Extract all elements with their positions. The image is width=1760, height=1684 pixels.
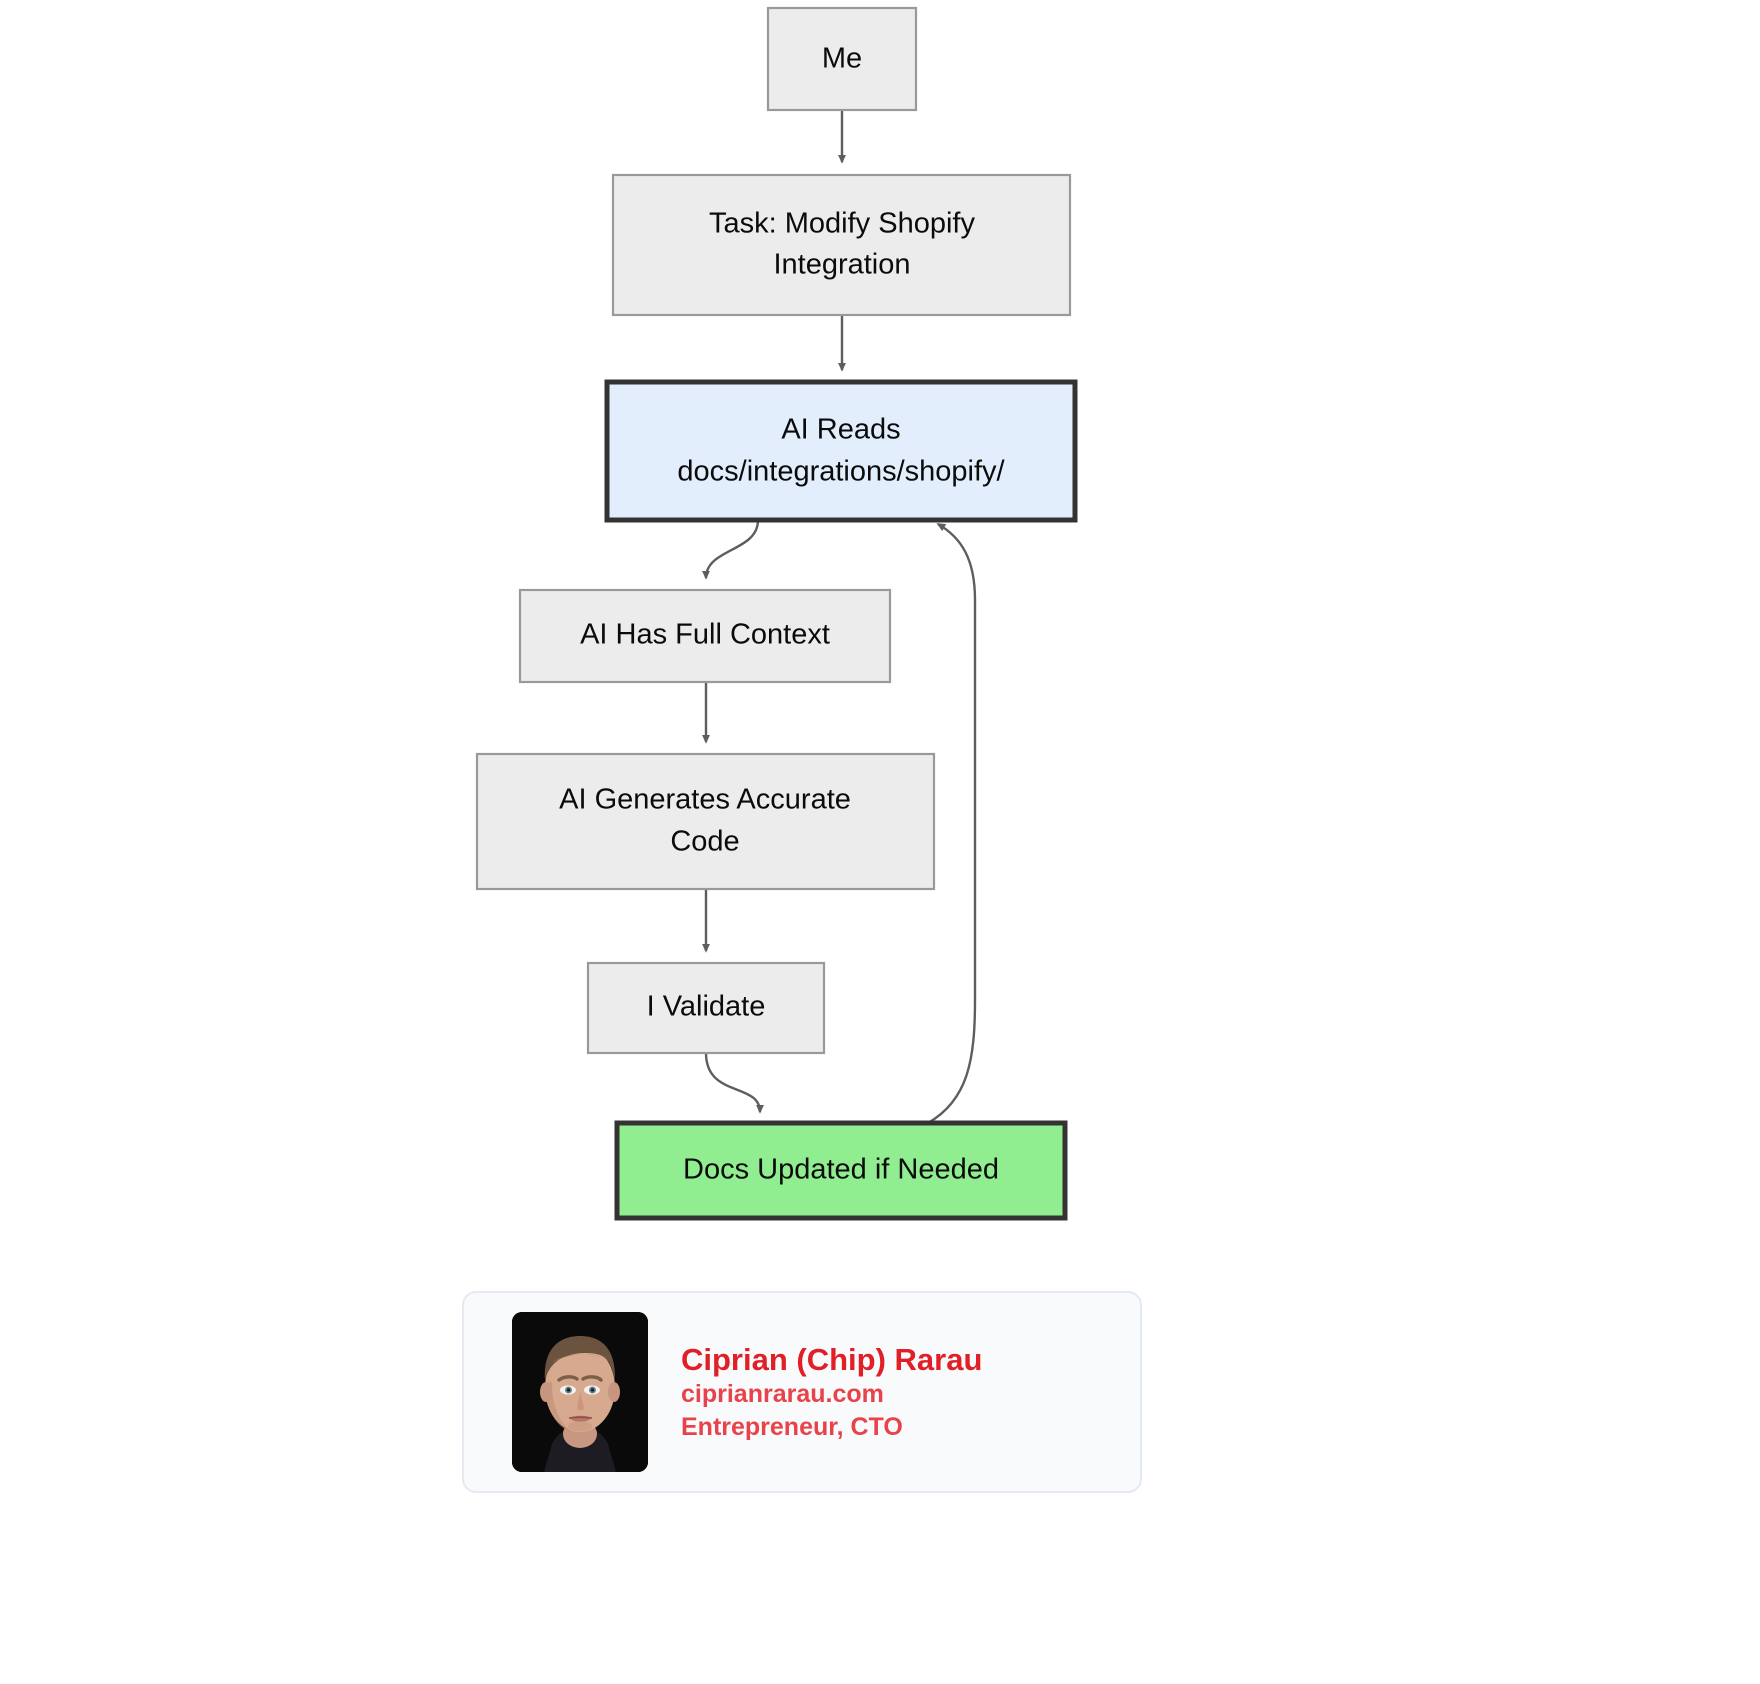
portrait-photo-icon bbox=[512, 1312, 648, 1472]
node-validate-label: I Validate bbox=[647, 991, 766, 1023]
node-ai-generates-accurate-code[interactable]: AI Generates Accurate Code bbox=[475, 752, 936, 891]
profile-name: Ciprian (Chip) Rarau bbox=[681, 1341, 983, 1377]
node-generate-label-line2: Code bbox=[670, 826, 739, 858]
node-ai-reads-label-line1: AI Reads bbox=[781, 414, 900, 446]
node-me[interactable]: Me bbox=[766, 6, 918, 112]
profile-role: Entrepreneur, CTO bbox=[681, 1412, 903, 1441]
node-task-label-line2: Integration bbox=[773, 249, 910, 281]
node-docs-updated-if-needed[interactable]: Docs Updated if Needed bbox=[614, 1120, 1068, 1221]
profile-website[interactable]: ciprianrarau.com bbox=[681, 1380, 884, 1409]
node-ai-has-full-context[interactable]: AI Has Full Context bbox=[518, 588, 892, 684]
flowchart-canvas: Me Task: Modify Shopify Integration AI R… bbox=[475, 6, 1078, 1221]
node-i-validate[interactable]: I Validate bbox=[586, 961, 826, 1055]
node-context-label: AI Has Full Context bbox=[580, 619, 830, 651]
node-task-label-line1: Task: Modify Shopify bbox=[709, 208, 975, 240]
node-me-label: Me bbox=[822, 43, 862, 75]
profile-card[interactable]: Ciprian (Chip) Rarau ciprianrarau.com En… bbox=[462, 1291, 1142, 1493]
edge-docs-to-ai-reads-loopback bbox=[927, 522, 977, 1125]
profile-text-block: Ciprian (Chip) Rarau ciprianrarau.com En… bbox=[681, 1341, 982, 1444]
node-docs-label: Docs Updated if Needed bbox=[683, 1154, 999, 1186]
edge-validate-to-docs bbox=[704, 1052, 764, 1114]
avatar bbox=[512, 1312, 648, 1472]
node-generate-label-line1: AI Generates Accurate bbox=[559, 784, 851, 816]
node-ai-reads[interactable]: AI Reads docs/integrations/shopify/ bbox=[604, 379, 1078, 523]
edge-ai-reads-to-context bbox=[702, 519, 760, 580]
node-task[interactable]: Task: Modify Shopify Integration bbox=[611, 173, 1072, 317]
node-ai-reads-label-line2: docs/integrations/shopify/ bbox=[677, 456, 1005, 488]
